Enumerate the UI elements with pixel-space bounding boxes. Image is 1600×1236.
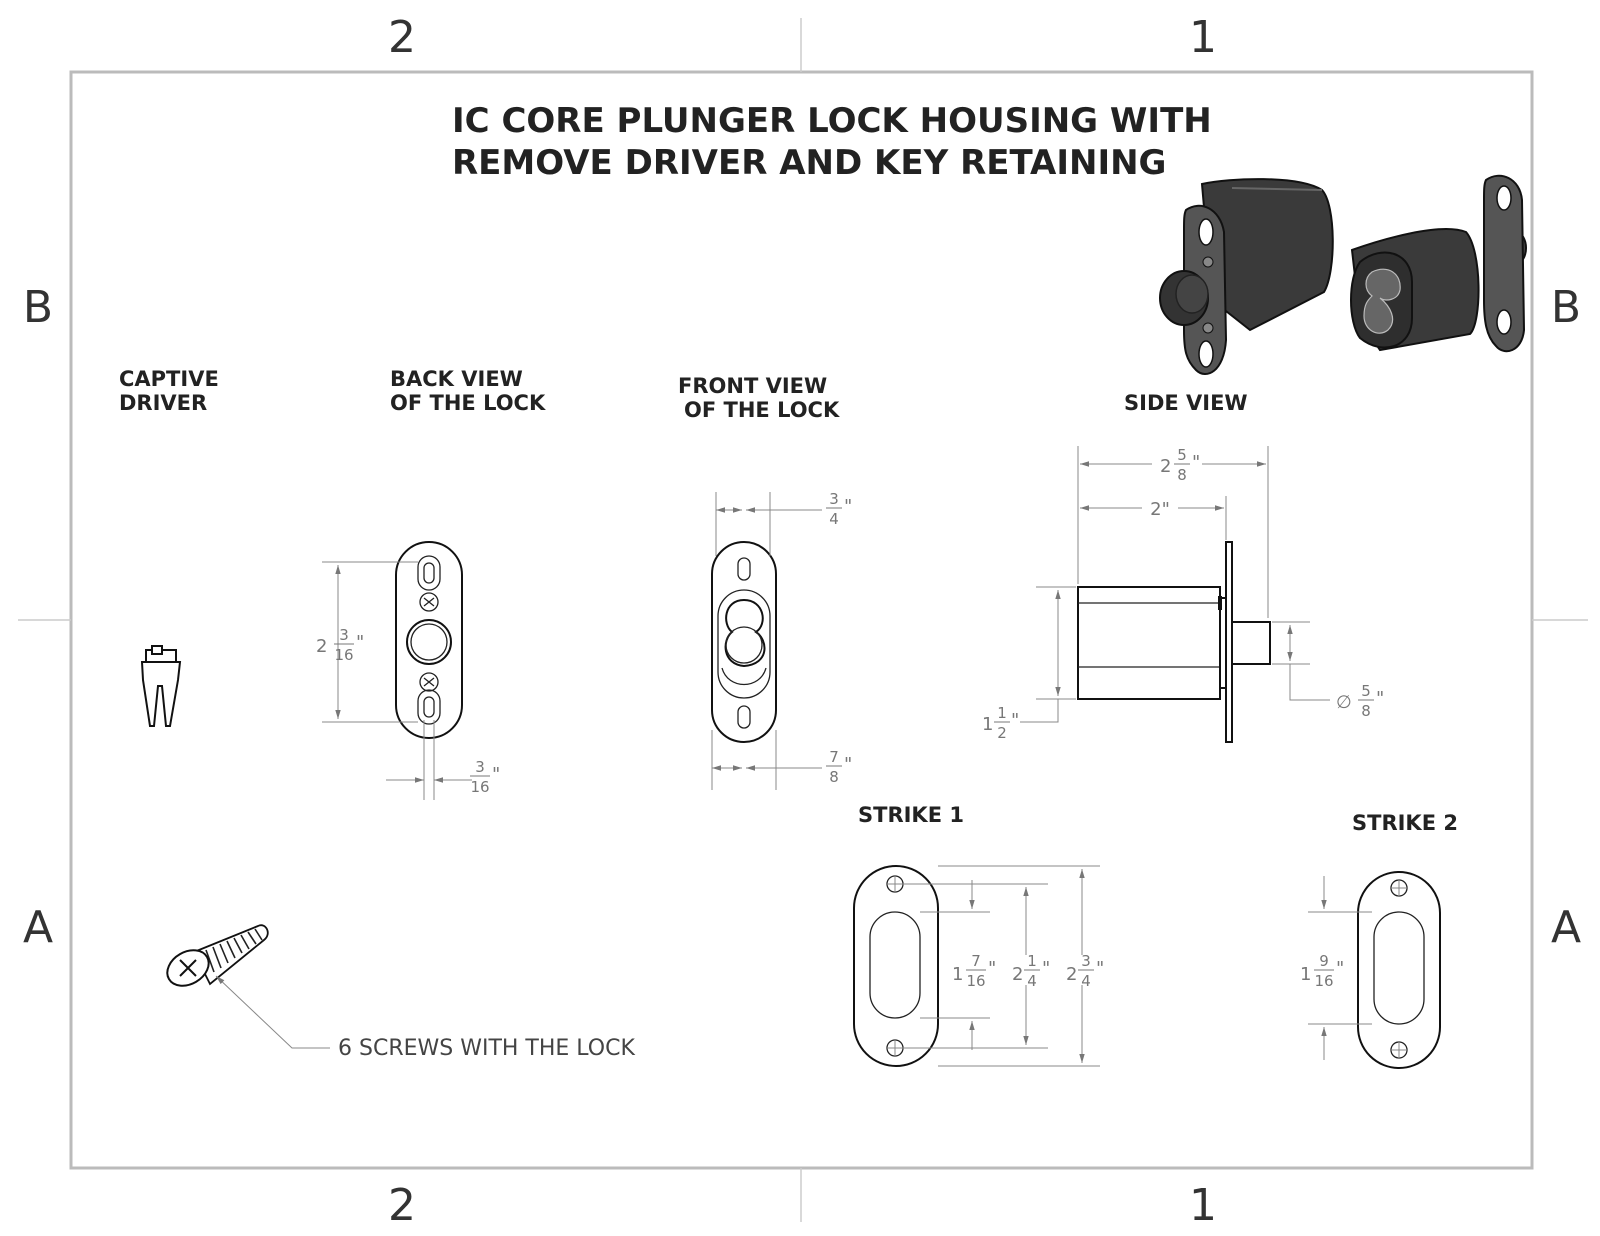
dim-strike1-a-num: 7 xyxy=(971,952,981,970)
zone-top-2: 2 xyxy=(388,12,416,63)
dim-strike1-a-den: 16 xyxy=(966,972,985,990)
dim-strike1-b-den: 4 xyxy=(1027,972,1037,990)
front-view-part xyxy=(711,541,777,743)
dim-side-dia-prefix: ∅ xyxy=(1336,692,1352,713)
dim-side-overall: 2 5 8 " xyxy=(1160,446,1200,484)
dim-back-height: 2 3 16 " xyxy=(316,626,364,664)
dim-strike1-a-whole: 1 xyxy=(952,964,963,985)
zone-left-B: B xyxy=(23,282,53,333)
dim-side-dia-den: 8 xyxy=(1361,702,1371,720)
svg-text:": " xyxy=(1192,452,1200,473)
isometric-lock-render-left xyxy=(1159,178,1334,375)
drawing-title-line-2: REMOVE DRIVER AND KEY RETAINING xyxy=(452,143,1166,183)
screw-part xyxy=(166,924,330,1049)
side-view-dimensions xyxy=(1020,446,1330,723)
svg-text:": " xyxy=(1336,958,1344,979)
isometric-lock-render-right xyxy=(1350,174,1527,353)
dim-back-slot-den: 16 xyxy=(470,778,489,796)
dim-side-overall-whole: 2 xyxy=(1160,456,1171,477)
dim-strike2-a-num: 9 xyxy=(1319,952,1329,970)
front-view-label-2: OF THE LOCK xyxy=(684,398,840,422)
dim-side-height: 1 1 2 " xyxy=(982,704,1019,742)
dim-front-bottom: 7 8 " xyxy=(826,748,852,786)
dim-back-slot: 3 16 " xyxy=(470,758,500,796)
back-view-part xyxy=(395,541,463,739)
side-view-label: SIDE VIEW xyxy=(1124,391,1248,415)
dim-side-height-den: 2 xyxy=(997,724,1007,742)
dim-side-diameter: ∅ 5 8 " xyxy=(1336,682,1384,720)
dim-front-top-num: 3 xyxy=(829,490,839,508)
front-view-dimensions xyxy=(711,492,822,790)
dim-strike1-b: 2 1 4 " xyxy=(1012,952,1050,990)
dim-strike1-c: 2 3 4 " xyxy=(1066,952,1104,990)
svg-text:": " xyxy=(988,958,996,979)
strike-1-dimensions xyxy=(903,865,1100,1067)
zone-right-B: B xyxy=(1551,282,1581,333)
strike-2-dimensions xyxy=(1308,876,1372,1060)
strike-1-part xyxy=(853,865,939,1067)
svg-text:": " xyxy=(844,754,852,775)
dim-side-overall-den: 8 xyxy=(1177,466,1187,484)
svg-text:": " xyxy=(1042,958,1050,979)
captive-driver-label-1: CAPTIVE xyxy=(119,367,219,391)
dim-front-bottom-den: 8 xyxy=(829,768,839,786)
dim-back-height-den: 16 xyxy=(334,646,353,664)
zone-right-A: A xyxy=(1551,902,1581,953)
side-view-part xyxy=(1077,541,1271,743)
svg-text:": " xyxy=(1096,958,1104,979)
captive-driver-label-2: DRIVER xyxy=(119,391,207,415)
dim-strike1-c-num: 3 xyxy=(1081,952,1091,970)
zone-left-A: A xyxy=(23,902,53,953)
captive-driver-part xyxy=(140,645,182,727)
screw-note: 6 SCREWS WITH THE LOCK xyxy=(338,1036,635,1061)
svg-text:": " xyxy=(1376,688,1384,709)
dim-side-overall-num: 5 xyxy=(1177,446,1187,464)
strike-2-part xyxy=(1357,871,1441,1069)
dim-strike1-a: 1 7 16 " xyxy=(952,952,996,990)
strike-1-label: STRIKE 1 xyxy=(858,803,964,827)
dim-back-slot-num: 3 xyxy=(475,758,485,776)
dim-side-body: 2" xyxy=(1150,499,1170,520)
back-view-dimensions xyxy=(322,561,472,800)
back-view-label-1: BACK VIEW xyxy=(390,367,523,391)
dim-strike2-a-whole: 1 xyxy=(1300,964,1311,985)
dim-strike1-b-whole: 2 xyxy=(1012,964,1023,985)
dim-side-dia-num: 5 xyxy=(1361,682,1371,700)
dim-front-top-den: 4 xyxy=(829,510,839,528)
dim-strike1-c-whole: 2 xyxy=(1066,964,1077,985)
svg-text:": " xyxy=(844,496,852,517)
dim-front-top: 3 4 " xyxy=(826,490,852,528)
svg-text:": " xyxy=(492,764,500,785)
svg-text:": " xyxy=(1011,710,1019,731)
dim-front-bottom-num: 7 xyxy=(829,748,839,766)
zone-top-1: 1 xyxy=(1189,12,1217,63)
dim-back-height-whole: 2 xyxy=(316,636,327,657)
back-view-label-2: OF THE LOCK xyxy=(390,391,546,415)
drawing-title-line-1: IC CORE PLUNGER LOCK HOUSING WITH xyxy=(452,101,1212,141)
dim-side-height-whole: 1 xyxy=(982,714,993,735)
dim-back-height-num: 3 xyxy=(339,626,349,644)
front-view-label-1: FRONT VIEW xyxy=(678,374,827,398)
dim-strike1-b-num: 1 xyxy=(1027,952,1037,970)
dim-strike2-a: 1 9 16 " xyxy=(1300,952,1344,990)
svg-text:": " xyxy=(356,632,364,653)
dim-strike1-c-den: 4 xyxy=(1081,972,1091,990)
dim-side-height-num: 1 xyxy=(997,704,1007,722)
zone-bottom-1: 1 xyxy=(1189,1180,1217,1231)
dim-strike2-a-den: 16 xyxy=(1314,972,1333,990)
zone-ticks xyxy=(18,18,1588,1222)
strike-2-label: STRIKE 2 xyxy=(1352,811,1458,835)
zone-bottom-2: 2 xyxy=(388,1180,416,1231)
